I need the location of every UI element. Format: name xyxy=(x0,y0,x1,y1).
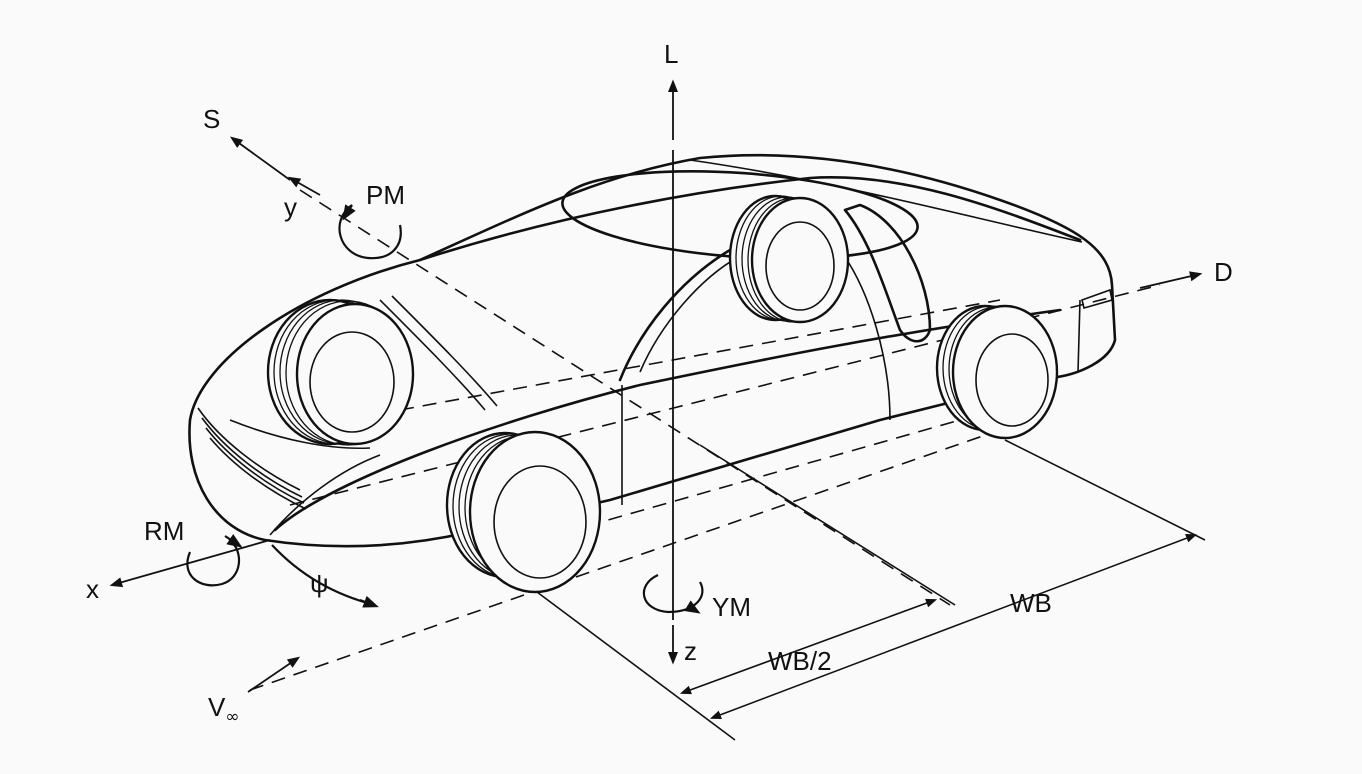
rim xyxy=(309,331,395,433)
nose-line xyxy=(229,419,371,450)
tire-face xyxy=(295,302,415,446)
grille-line-2 xyxy=(201,417,303,498)
rim xyxy=(493,465,587,579)
grille-line-3 xyxy=(205,427,305,504)
front-fender-line xyxy=(379,299,486,411)
dim-ext-rear xyxy=(1004,439,1206,541)
rim xyxy=(975,333,1049,427)
pitch-moment-arrowhead xyxy=(342,204,356,221)
y-arrow xyxy=(287,176,321,196)
freestream-line xyxy=(249,429,1001,691)
y-axis-label: y xyxy=(284,192,297,222)
tail-edge xyxy=(1077,299,1081,373)
yaw-angle-arrowhead xyxy=(359,595,379,608)
yaw-moment-arc xyxy=(642,573,704,614)
roll-moment-arrowhead xyxy=(224,534,243,548)
drag-label: D xyxy=(1214,257,1233,287)
moments xyxy=(186,204,704,614)
wheelbase-dimensions xyxy=(536,439,1206,741)
freestream-arrow xyxy=(247,656,301,693)
axes-solid xyxy=(109,79,1203,693)
tire-face xyxy=(951,304,1059,440)
yaw-angle-label: ψ xyxy=(310,568,329,598)
wheel-rear-left xyxy=(728,194,850,324)
rear-axle-line xyxy=(399,299,1001,411)
dim-ext-front xyxy=(536,591,736,741)
side-crease xyxy=(273,308,1062,532)
half-wheelbase-label: WB/2 xyxy=(768,646,832,676)
pitch-moment-arc xyxy=(338,204,402,260)
a-pillar xyxy=(618,248,732,382)
tire-face xyxy=(468,430,602,594)
wheel-rear-right xyxy=(935,304,1059,440)
front-fender-line-2 xyxy=(391,295,498,407)
x-axis-label: x xyxy=(86,574,99,604)
front-lower-line xyxy=(269,454,381,536)
a-pillar-inner xyxy=(639,255,741,373)
pitch-moment-label: PM xyxy=(366,180,405,210)
lift-label: L xyxy=(664,39,678,69)
roll-moment-arc xyxy=(186,539,241,587)
roof-line xyxy=(689,159,1083,243)
x-axis-arrow xyxy=(109,539,271,588)
roll-moment-label: RM xyxy=(144,516,184,546)
freestream-label: V∞ xyxy=(208,692,240,727)
wheel-front-right xyxy=(445,430,602,594)
wheel-front-left xyxy=(266,298,415,446)
side-force-label: S xyxy=(203,104,220,134)
car-body xyxy=(188,153,1117,548)
tire-face xyxy=(750,196,850,324)
wheelbase-label: WB xyxy=(1010,588,1052,618)
dim-ext-mid xyxy=(699,444,956,606)
wheelbase-dim xyxy=(709,533,1198,720)
tail-light xyxy=(1081,288,1113,309)
z-axis-label: z xyxy=(684,636,697,666)
y-axis-line xyxy=(299,189,951,606)
yaw-moment-label: YM xyxy=(712,592,751,622)
side-force-arrow xyxy=(229,136,291,181)
rear-quarter-line xyxy=(839,249,891,421)
drag-arrow xyxy=(1139,271,1203,289)
grille-line-1 xyxy=(197,407,301,491)
rear-window xyxy=(843,203,932,343)
rim xyxy=(765,221,835,311)
grille-line-4 xyxy=(209,437,307,510)
labels: L S y PM D RM x ψ V∞ YM z WB/2 WB xyxy=(86,39,1233,727)
